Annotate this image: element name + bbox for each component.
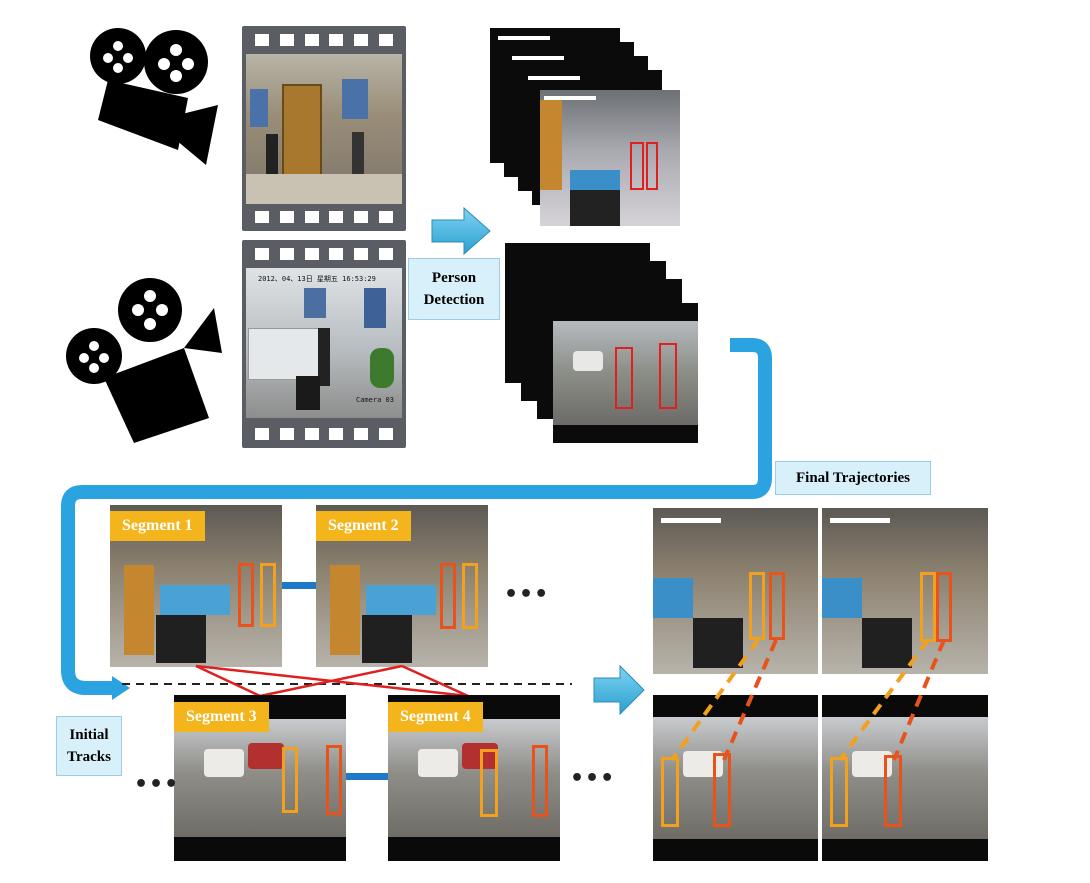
track-box [661,757,679,827]
track-box [884,755,902,827]
track-box [238,563,254,627]
segment-link [282,582,316,589]
detection-box [630,142,644,190]
segment-tag: Segment 3 [174,702,269,732]
film-strip-icon: 2012、04、13日 星期五 16:53:29 Camera 03 [242,240,406,448]
camera-id: Camera 03 [356,396,394,404]
detection-box [615,347,633,409]
ellipsis: ••• [570,766,616,791]
segment-tag: Segment 2 [316,511,411,541]
arrow-right-icon [431,206,491,256]
video-camera-icon [90,28,218,165]
detection-box [659,343,677,409]
track-box [462,563,478,629]
trajectory-frame-top-2 [822,508,988,674]
track-box [713,753,731,827]
video-camera-icon [66,278,222,443]
final-trajectories-label: Final Trajectories [775,461,931,495]
trajectory-frame-top-1 [653,508,818,674]
initial-tracks-label: Initial Tracks [56,716,122,776]
camera-view-2: 2012、04、13日 星期五 16:53:29 Camera 03 [246,268,402,418]
detection-box [646,142,658,190]
arrow-right-icon [593,664,645,716]
track-box [480,749,498,817]
detection-stack-2 [505,243,700,448]
track-box [282,747,298,813]
film-strip-icon [242,26,406,231]
person-detection-label: Person Detection [408,258,500,320]
segment-link [346,773,388,780]
track-box [260,563,276,627]
detection-stack-1 [490,28,690,228]
ellipsis: ••• [504,582,550,607]
track-box [532,745,548,817]
camera-view-1 [246,54,402,204]
segment-tag: Segment 1 [110,511,205,541]
track-box [326,745,342,815]
camera-timestamp: 2012、04、13日 星期五 16:53:29 [258,275,376,283]
track-box [440,563,456,629]
track-box [769,572,785,640]
segment-tag: Segment 4 [388,702,483,732]
track-box [749,572,765,640]
trajectory-frame-bottom-1 [653,695,818,861]
ellipsis: ••• [134,772,180,797]
